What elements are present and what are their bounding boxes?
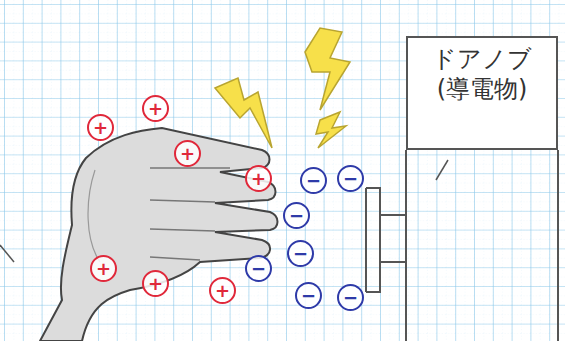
negative-charge: − — [337, 165, 364, 192]
negative-charge: − — [283, 202, 310, 229]
positive-charge: + — [174, 140, 201, 167]
charge-sign: + — [215, 282, 230, 300]
lightning-bolt — [215, 28, 350, 148]
positive-charge: + — [245, 165, 272, 192]
charge-sign: + — [251, 170, 266, 188]
positive-charge: + — [90, 255, 117, 282]
label-box: ドアノブ (導電物) — [406, 36, 558, 150]
hand — [40, 128, 278, 341]
charge-sign: + — [148, 275, 163, 293]
charge-sign: + — [93, 119, 108, 137]
positive-charge: + — [209, 277, 236, 304]
positive-charge: + — [142, 270, 169, 297]
leader-line — [436, 160, 448, 180]
positive-charge: + — [142, 95, 169, 122]
positive-charge: + — [87, 114, 114, 141]
charge-sign: − — [251, 260, 266, 278]
charge-sign: − — [301, 287, 316, 305]
negative-charge: − — [337, 284, 364, 311]
label-text: ドアノブ (導電物) — [416, 44, 548, 104]
negative-charge: − — [295, 282, 322, 309]
charge-sign: − — [289, 207, 304, 225]
charge-sign: + — [148, 100, 163, 118]
charge-sign: − — [293, 245, 308, 263]
charge-sign: − — [343, 289, 358, 307]
door-knob — [366, 150, 558, 341]
negative-charge: − — [300, 167, 327, 194]
negative-charge: − — [245, 255, 272, 282]
charge-sign: − — [306, 172, 321, 190]
negative-charge: − — [287, 240, 314, 267]
paper-line — [0, 245, 14, 262]
charge-sign: + — [180, 145, 195, 163]
charge-sign: − — [343, 170, 358, 188]
charge-sign: + — [96, 260, 111, 278]
